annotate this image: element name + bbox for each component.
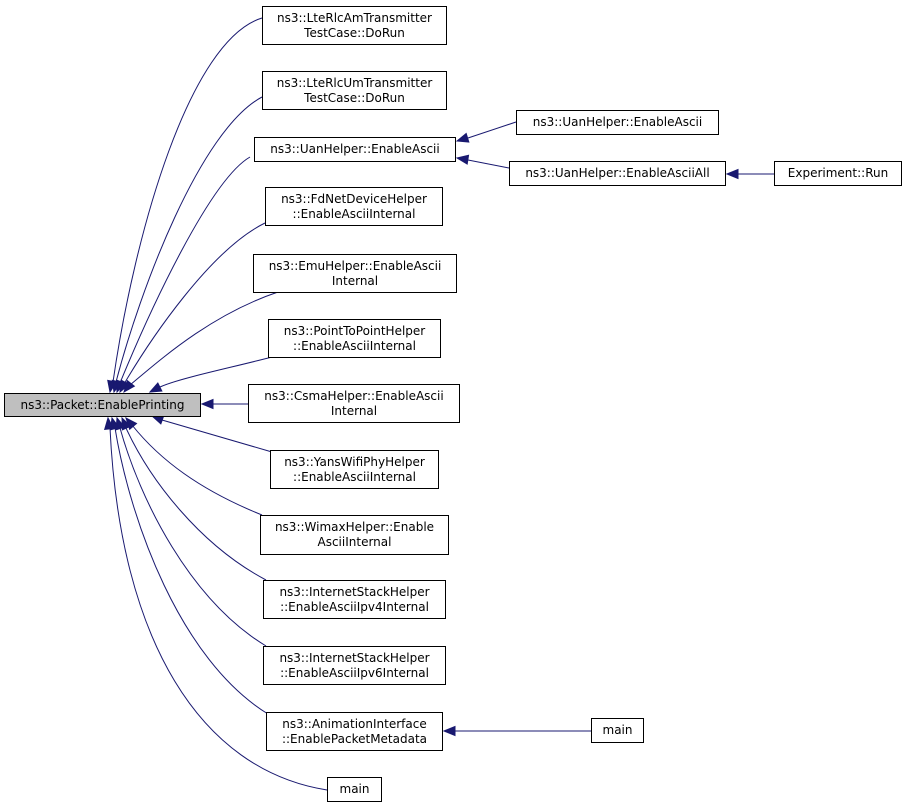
node-label: ns3::LteRlcUmTransmitter — [276, 75, 433, 90]
edge-csma-to-packet — [200, 398, 248, 410]
node-label: ::EnableAsciiInternal — [292, 206, 416, 221]
node-pointtopointhelper-enableasciiinternal[interactable]: ns3::PointToPointHelper ::EnableAsciiInt… — [268, 319, 441, 358]
edge-line — [119, 156, 251, 384]
node-label: ns3::Packet::EnablePrinting — [20, 397, 185, 412]
node-label: ns3::EmuHelper::EnableAscii — [268, 258, 442, 273]
node-label: ::EnableAsciiInternal — [293, 338, 416, 353]
node-label: ns3::InternetStackHelper — [279, 650, 430, 665]
edge-uan2-to-uanhelper — [455, 121, 517, 143]
node-wimaxhelper-enableasciiinternal[interactable]: ns3::WimaxHelper::Enable AsciiInternal — [260, 515, 449, 555]
node-animationinterface-enablepacketmetadata[interactable]: ns3::AnimationInterface ::EnablePacketMe… — [266, 712, 443, 751]
node-label: Experiment::Run — [787, 166, 889, 180]
node-main-animation[interactable]: main — [591, 718, 644, 743]
node-uanhelper-enableascii-overload[interactable]: ns3::UanHelper::EnableAscii — [516, 110, 719, 135]
edge-main-to-animation — [442, 725, 591, 737]
node-label: ns3::FdNetDeviceHelper — [281, 191, 427, 206]
edge-experiment-to-uanall — [725, 168, 774, 180]
edge-line — [115, 96, 263, 383]
node-uanhelper-enableasciiall[interactable]: ns3::UanHelper::EnableAsciiAll — [509, 161, 726, 186]
node-lterlcum-transmitter-testcase-dorun[interactable]: ns3::LteRlcUmTransmitter TestCase::DoRun — [262, 71, 447, 110]
node-label: ns3::CsmaHelper::EnableAscii — [264, 388, 444, 403]
arrowhead-icon — [455, 132, 470, 143]
edge-line — [119, 427, 267, 647]
node-label: ns3::UanHelper::EnableAscii — [270, 142, 440, 156]
edge-line — [129, 291, 279, 386]
node-fdnetdevicehelper-enableasciiinternal[interactable]: ns3::FdNetDeviceHelper ::EnableAsciiInte… — [265, 187, 443, 226]
node-emuhelper-enableasciiinternal[interactable]: ns3::EmuHelper::EnableAscii Internal — [253, 254, 457, 293]
node-yanswifiphyhelper-enableasciiinternal[interactable]: ns3::YansWifiPhyHelper ::EnableAsciiInte… — [270, 450, 439, 489]
edge-line — [161, 419, 273, 453]
node-label: ns3::UanHelper::EnableAscii — [532, 115, 703, 129]
edge-main-to-packet — [103, 416, 328, 791]
arrowhead-icon — [442, 725, 456, 737]
node-label: ns3::YansWifiPhyHelper — [284, 454, 425, 469]
edge-uanhelper-to-packet — [116, 156, 251, 394]
edge-line — [125, 427, 267, 581]
edge-lterlcam-to-packet — [107, 17, 263, 394]
edge-line — [114, 427, 269, 715]
node-internetstackhelper-enableasciiipv4internal[interactable]: ns3::InternetStackHelper ::EnableAsciiIp… — [263, 580, 446, 619]
node-label: ns3::WimaxHelper::Enable — [274, 520, 435, 534]
node-label: Internal — [330, 403, 378, 418]
edge-ipv4-to-packet — [121, 416, 267, 581]
node-csmahelper-enableasciiinternal[interactable]: ns3::CsmaHelper::EnableAscii Internal — [248, 384, 460, 423]
node-lterlcam-transmitter-testcase-dorun[interactable]: ns3::LteRlcAmTransmitter TestCase::DoRun — [262, 6, 447, 45]
edge-line — [123, 222, 266, 385]
node-experiment-run[interactable]: Experiment::Run — [774, 161, 902, 186]
edge-line — [467, 121, 517, 139]
node-label: ::EnableAsciiIpv4Internal — [280, 599, 429, 614]
node-label: Internal — [331, 273, 379, 288]
edge-line — [112, 17, 263, 383]
node-label: ::EnableAsciiInternal — [293, 469, 416, 484]
arrowhead-icon — [725, 168, 739, 180]
node-label: AsciiInternal — [317, 535, 392, 549]
node-label: ns3::InternetStackHelper — [279, 584, 430, 599]
node-label: ::EnablePacketMetadata — [281, 731, 428, 746]
node-label: ns3::AnimationInterface — [282, 716, 427, 731]
arrowhead-icon — [119, 379, 131, 394]
node-internetstackhelper-enableasciiipv6internal[interactable]: ns3::InternetStackHelper ::EnableAsciiIp… — [263, 646, 446, 685]
arrowhead-icon — [103, 416, 115, 430]
node-label: ::EnableAsciiIpv6Internal — [280, 665, 429, 680]
edge-p2p-to-packet — [148, 356, 273, 393]
node-label: main — [339, 782, 370, 796]
node-label: ns3::UanHelper::EnableAsciiAll — [525, 166, 710, 180]
node-label: ns3::LteRlcAmTransmitter — [277, 10, 432, 25]
arrowhead-icon — [123, 379, 136, 394]
edge-uanall-to-uanhelper — [455, 154, 510, 169]
edge-line — [109, 427, 328, 791]
edge-fdnet-to-packet — [119, 222, 266, 394]
edge-animation-to-packet — [109, 416, 269, 715]
node-main[interactable]: main — [327, 777, 382, 802]
arrowhead-icon — [200, 398, 214, 410]
arrowhead-icon — [148, 382, 163, 393]
node-label: TestCase::DoRun — [304, 25, 405, 40]
node-packet-enableprinting: ns3::Packet::EnablePrinting — [4, 393, 201, 417]
edge-emu-to-packet — [123, 291, 279, 394]
node-label: TestCase::DoRun — [304, 90, 405, 105]
edge-line — [131, 424, 263, 516]
edge-line — [159, 356, 273, 388]
node-uanhelper-enableascii[interactable]: ns3::UanHelper::EnableAscii — [254, 137, 456, 162]
arrowhead-icon — [455, 154, 470, 165]
edge-line — [467, 159, 510, 169]
node-label: main — [602, 723, 633, 737]
node-label: ns3::PointToPointHelper — [283, 323, 426, 338]
